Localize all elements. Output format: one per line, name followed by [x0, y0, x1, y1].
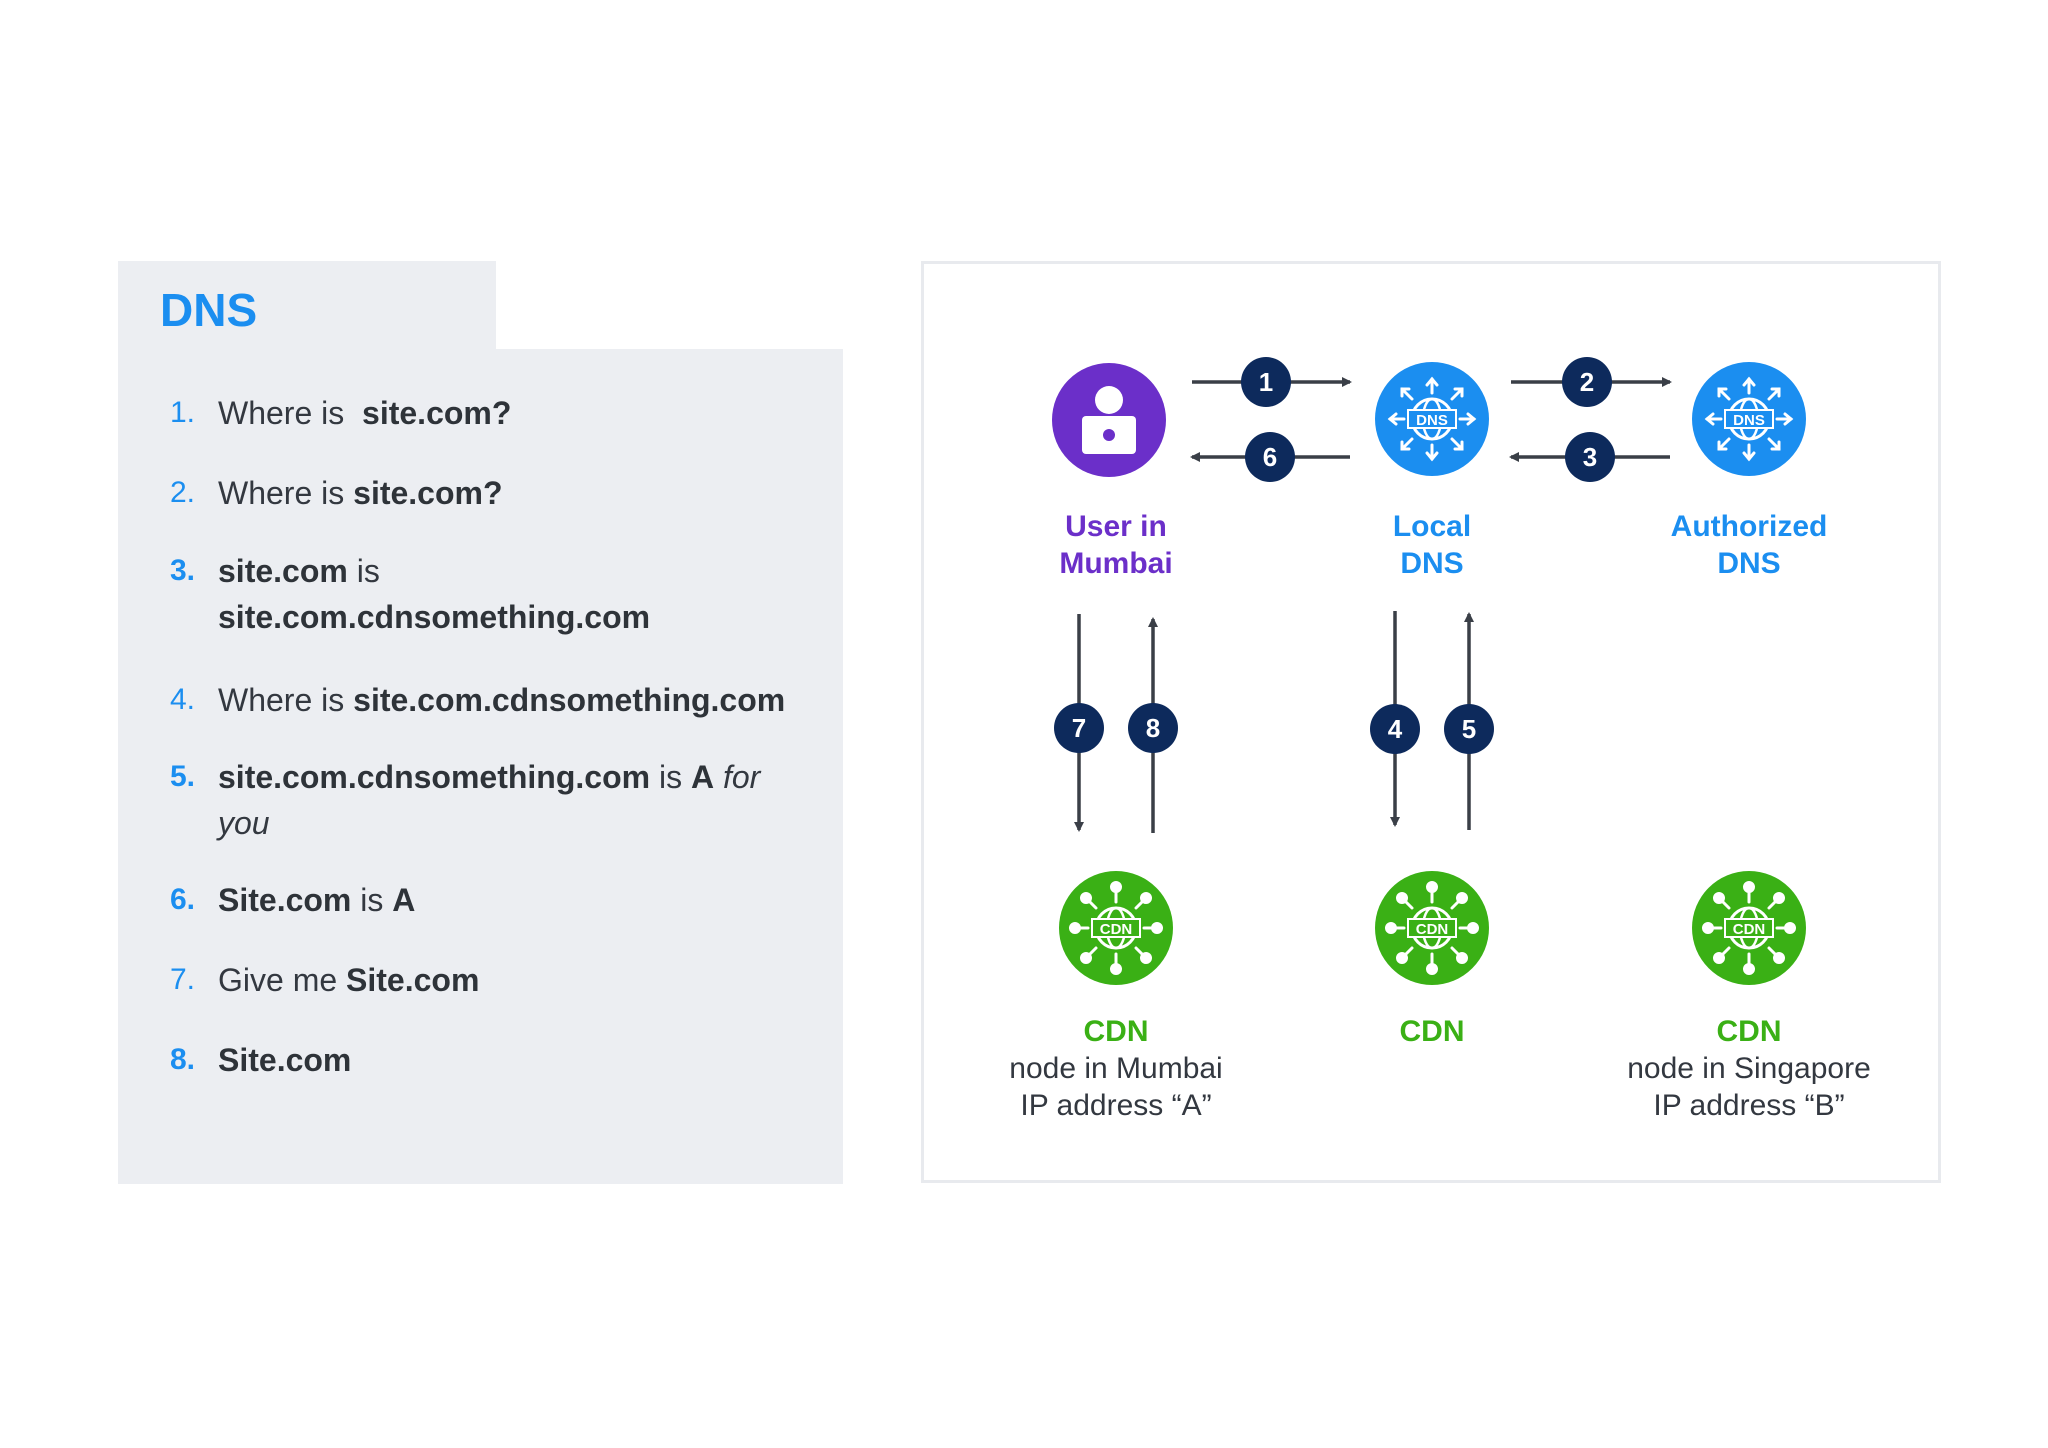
dns-step-text: Give me Site.com — [218, 957, 818, 1003]
step-badge-8-label: 8 — [1146, 713, 1160, 743]
dns-step-number: 3. — [170, 554, 196, 587]
dns-step-text-part: Give me — [218, 962, 347, 998]
dns-step-text-part: for — [714, 759, 761, 795]
step-badge-3-label: 3 — [1583, 442, 1597, 472]
step-badge-1-label: 1 — [1259, 367, 1273, 397]
cdn-singapore-sub2: IP address “B” — [1653, 1089, 1845, 1122]
cdn-singapore-icon-text: CDN — [1733, 921, 1766, 938]
step-badge-5: 5 — [1444, 704, 1494, 754]
dns-step-text-part: is — [347, 553, 380, 589]
user-lock-icon — [1052, 363, 1166, 477]
cdn-singapore-title: CDN — [1716, 1015, 1782, 1048]
dns-step-number: 7. — [170, 963, 196, 996]
cdn-local-title: CDN — [1399, 1015, 1465, 1048]
dns-step-text: site.com.cdnsomething.com is A for you — [218, 754, 818, 846]
dns-step-number: 6. — [170, 883, 196, 916]
dns-step-text-part: Site.com — [218, 1042, 352, 1078]
cdn-singapore-icon: CDN — [1692, 871, 1806, 985]
step-badge-4: 4 — [1370, 704, 1420, 754]
dns-step-text-part: site.com? — [362, 395, 512, 431]
dns-panel — [118, 349, 843, 1184]
dns-step-text: Site.com — [218, 1037, 818, 1083]
auth-dns-label-line2: DNS — [1717, 547, 1781, 580]
local-dns-label-line2: DNS — [1400, 547, 1464, 580]
dns-step-number: 2. — [170, 476, 196, 509]
step-badge-2: 2 — [1562, 357, 1612, 407]
local-dns-label-line1: Local — [1392, 510, 1472, 543]
dns-step-text-part: Site.com — [346, 962, 480, 998]
dns-step-text: Where is site.com? — [218, 390, 818, 436]
dns-step-text-part: site.com.cdnsomething.com — [353, 682, 786, 718]
dns-step-text: Site.com is A — [218, 877, 818, 923]
cdn-singapore-sub1: node in Singapore — [1627, 1052, 1871, 1085]
step-badge-6-label: 6 — [1263, 442, 1277, 472]
cdn-mumbai-sub2: IP address “A” — [1020, 1089, 1212, 1122]
step-badge-1: 1 — [1241, 357, 1291, 407]
cdn-mumbai-label: CDN node in Mumbai IP address “A” — [956, 1013, 1276, 1124]
step-badge-3: 3 — [1565, 432, 1615, 482]
cdn-mumbai-icon-text: CDN — [1100, 921, 1133, 938]
dns-step-text-part: Where is — [218, 682, 354, 718]
dns-step-text-part: A — [690, 759, 715, 795]
step-badge-2-label: 2 — [1580, 367, 1594, 397]
user-node-label: User in Mumbai — [956, 508, 1276, 582]
dns-step-number: 5. — [170, 760, 196, 793]
dns-step-text-part: is — [650, 759, 691, 795]
dns-step-text-part: site.com? — [353, 475, 503, 511]
local-dns-icon: DNS — [1375, 362, 1489, 476]
dns-step-text-part: Site.com — [218, 882, 352, 918]
dns-step-text-part: you — [218, 805, 270, 841]
step-badge-8: 8 — [1128, 703, 1178, 753]
dns-panel-tab — [118, 261, 496, 350]
dns-step-text: Where is site.com? — [218, 470, 818, 516]
dns-step-text-part: site.com — [218, 553, 348, 589]
step-badge-7: 7 — [1054, 703, 1104, 753]
cdn-local-icon: CDN — [1375, 871, 1489, 985]
cdn-local-icon-text: CDN — [1416, 921, 1449, 938]
auth-dns-icon: DNS — [1692, 362, 1806, 476]
cdn-mumbai-title: CDN — [1083, 1015, 1149, 1048]
local-dns-icon-text: DNS — [1416, 412, 1448, 429]
step-badge-4-label: 4 — [1388, 714, 1403, 744]
dns-step-number: 4. — [170, 683, 196, 716]
cdn-mumbai-icon: CDN — [1059, 871, 1173, 985]
dns-step-text: Where is site.com.cdnsomething.com — [218, 677, 818, 723]
auth-dns-label: Authorized DNS — [1589, 508, 1909, 582]
dns-step-text-part: A — [392, 882, 416, 918]
dns-step-number: 1. — [170, 396, 196, 429]
user-node-label-line2: Mumbai — [1059, 547, 1173, 580]
step-badge-5-label: 5 — [1462, 714, 1476, 744]
local-dns-label: Local DNS — [1272, 508, 1592, 582]
dns-step-text-part: Where is — [218, 395, 363, 431]
dns-step-number: 8. — [170, 1043, 196, 1076]
step-badge-6: 6 — [1245, 432, 1295, 482]
step-badge-7-label: 7 — [1072, 713, 1086, 743]
dns-step-text: site.com is site.com.cdnsomething.com — [218, 548, 818, 640]
cdn-local-label: CDN — [1272, 1013, 1592, 1050]
dns-step-text-part: site.com.cdnsomething.com — [218, 759, 651, 795]
cdn-mumbai-sub1: node in Mumbai — [1009, 1052, 1223, 1085]
cdn-singapore-label: CDN node in Singapore IP address “B” — [1589, 1013, 1909, 1124]
dns-step-text-part: is — [351, 882, 393, 918]
user-node-label-line1: User in — [1065, 510, 1167, 543]
auth-dns-icon-text: DNS — [1733, 412, 1765, 429]
dns-panel-title: DNS — [160, 284, 258, 336]
auth-dns-label-line1: Authorized — [1670, 510, 1828, 543]
dns-step-text-part: Where is — [218, 475, 354, 511]
dns-step-text-part: site.com.cdnsomething.com — [218, 599, 651, 635]
